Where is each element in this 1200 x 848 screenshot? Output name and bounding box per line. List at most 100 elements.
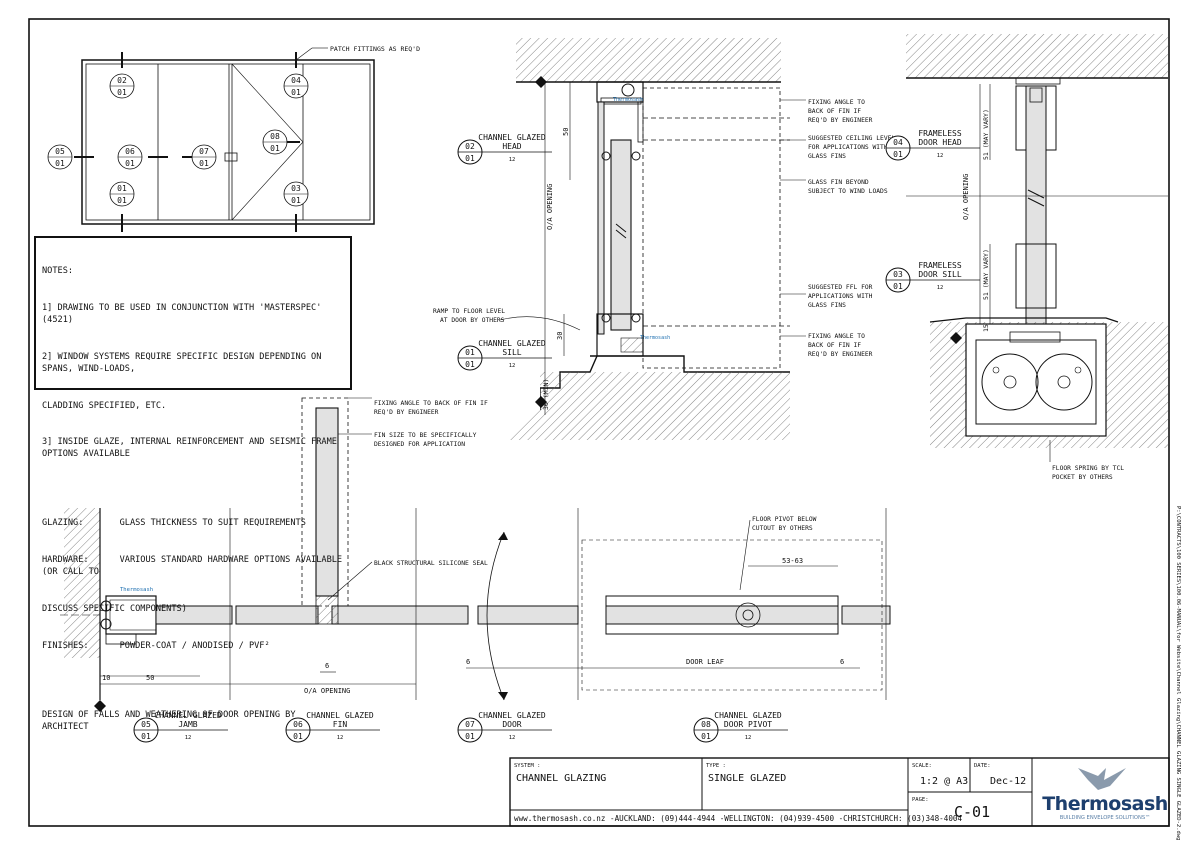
svg-text:FIXING ANGLE TO BACK OF FIN IF: FIXING ANGLE TO BACK OF FIN IF [374, 400, 488, 407]
svg-text:12: 12 [509, 735, 516, 741]
notes-panel: NOTES: 1] DRAWING TO BE USED IN CONJUNCT… [34, 236, 352, 732]
svg-text:FLOOR PIVOT BELOW: FLOOR PIVOT BELOW [752, 516, 817, 523]
svg-text:03: 03 [893, 270, 903, 279]
frameless-door-section [906, 34, 1168, 462]
svg-text:CHANNEL GLAZED: CHANNEL GLAZED [154, 711, 222, 720]
svg-text:RAMP TO FLOOR LEVEL: RAMP TO FLOOR LEVEL [433, 308, 505, 315]
svg-text:07: 07 [465, 720, 475, 729]
svg-text:CHANNEL GLAZED: CHANNEL GLAZED [306, 711, 374, 720]
section-dim-50: 50 [562, 128, 570, 136]
note-design: DESIGN OF FALLS AND WEATHERING OF DOOR O… [42, 709, 301, 732]
plan-fin-size-note: FIN SIZE TO BE SPECIFICALLY DESIGNED FOR… [374, 432, 477, 448]
svg-text:GLASS FINS: GLASS FINS [808, 153, 846, 160]
svg-text:BACK OF FIN IF: BACK OF FIN IF [808, 342, 861, 349]
svg-text:REQ'D BY ENGINEER: REQ'D BY ENGINEER [374, 409, 439, 416]
svg-text:FIXING ANGLE TO: FIXING ANGLE TO [808, 333, 865, 340]
contact-line: www.thermosash.co.nz -AUCKLAND: (09)444-… [514, 814, 962, 823]
svg-text:03: 03 [291, 184, 301, 193]
plan-oa-opening: O/A OPENING [304, 687, 350, 695]
svg-text:01: 01 [291, 88, 301, 97]
plan-silicone-note: BLACK STRUCTURAL SILICONE SEAL [374, 560, 488, 567]
note-gap [42, 676, 344, 684]
plan-pivot-note: FLOOR PIVOT BELOW CUTOUT BY OTHERS [752, 516, 817, 532]
date-value: Dec-12 [990, 776, 1026, 787]
note-line: 3] INSIDE GLAZE, INTERNAL REINFORCEMENT … [42, 437, 343, 460]
svg-text:FRAMELESS: FRAMELESS [918, 129, 962, 138]
svg-text:01: 01 [199, 159, 209, 168]
patch-fittings-label: PATCH FITTINGS AS REQ'D [330, 45, 420, 53]
section-brand-small-sill: Thermosash [640, 335, 670, 341]
plan-section [60, 397, 891, 712]
plan-door-leaf: DOOR LEAF [686, 658, 724, 666]
svg-text:04: 04 [893, 138, 903, 147]
section-head-fixing-note: FIXING ANGLE TO BACK OF FIN IF REQ'D BY … [808, 99, 873, 124]
svg-text:SILL: SILL [502, 348, 521, 357]
svg-text:AT DOOR BY OTHERS: AT DOOR BY OTHERS [440, 317, 505, 324]
svg-text:APPLICATIONS WITH: APPLICATIONS WITH [808, 293, 873, 300]
svg-text:POCKET BY OTHERS: POCKET BY OTHERS [1052, 474, 1113, 481]
svg-text:07: 07 [199, 147, 209, 156]
note-line: CLADDING SPECIFIED, ETC. [42, 400, 167, 411]
frameless-dim-15: 15 [982, 324, 990, 332]
svg-text:SUBJECT TO WIND LOADS: SUBJECT TO WIND LOADS [808, 188, 888, 195]
section-ffl-note: SUGGESTED FFL FOR APPLICATIONS WITH GLAS… [808, 284, 873, 309]
section-dim-30min: 30 (MIN) [542, 379, 550, 410]
svg-text:DOOR HEAD: DOOR HEAD [918, 138, 962, 147]
svg-text:01: 01 [465, 154, 475, 163]
floor-spring-note: FLOOR SPRING BY TCL POCKET BY OTHERS [1052, 465, 1124, 481]
system-value: CHANNEL GLAZING [516, 773, 606, 784]
plan-fin-fixing-note: FIXING ANGLE TO BACK OF FIN IF REQ'D BY … [374, 400, 488, 416]
svg-text:01: 01 [125, 159, 135, 168]
date-label: DATE: [974, 763, 991, 769]
svg-text:REQ'D BY ENGINEER: REQ'D BY ENGINEER [808, 351, 873, 358]
note-hardware: HARDWARE: VARIOUS STANDARD HARDWARE OPTI… [42, 555, 348, 578]
svg-text:02: 02 [117, 76, 127, 85]
svg-text:CHANNEL GLAZED: CHANNEL GLAZED [714, 711, 782, 720]
file-path: P:\CONTRACTS\100 SERIES\100.06-MANUAL\fo… [1175, 506, 1181, 841]
section-fin-beyond-note: GLASS FIN BEYOND SUBJECT TO WIND LOADS [808, 179, 888, 195]
plan-dim-10: 10 [102, 674, 110, 682]
svg-text:01: 01 [465, 732, 475, 741]
section-dim-30: 30 [556, 332, 564, 340]
type-label: TYPE : [706, 763, 726, 769]
note-hardware-cont: DISCUSS SPECIFIC COMPONENTS) [42, 603, 187, 614]
svg-text:REQ'D BY ENGINEER: REQ'D BY ENGINEER [808, 117, 873, 124]
note-line: 1] DRAWING TO BE USED IN CONJUNCTION WIT… [42, 303, 327, 326]
section-ceiling-note: SUGGESTED CEILING LEVEL FOR APPLICATIONS… [808, 135, 895, 160]
svg-text:12: 12 [337, 735, 344, 741]
system-label: SYSTEM : [514, 763, 541, 769]
svg-text:FLOOR SPRING BY TCL: FLOOR SPRING BY TCL [1052, 465, 1124, 472]
page-value: C-01 [954, 803, 990, 821]
frameless-may-vary-head: 51 (MAY VARY) [982, 109, 990, 160]
svg-text:02: 02 [465, 142, 475, 151]
svg-text:01: 01 [117, 88, 127, 97]
section-oa-opening: O/A OPENING [546, 184, 554, 230]
note-glazing: GLAZING: GLASS THICKNESS TO SUIT REQUIRE… [42, 518, 306, 529]
frameless-oa-opening: O/A OPENING [962, 174, 970, 220]
svg-text:SUGGESTED CEILING LEVEL: SUGGESTED CEILING LEVEL [808, 135, 895, 142]
notes-heading: NOTES: [42, 266, 74, 277]
svg-text:01: 01 [141, 732, 151, 741]
svg-text:08: 08 [701, 720, 711, 729]
svg-text:08: 08 [270, 132, 280, 141]
elevation-key-plan [74, 47, 375, 232]
plan-dim-6-leaf: 6 [840, 658, 844, 666]
plan-dim-50: 50 [146, 674, 154, 682]
svg-text:01: 01 [291, 196, 301, 205]
svg-text:CHANNEL GLAZED: CHANNEL GLAZED [478, 133, 546, 142]
frameless-may-vary-sill: 51 (MAY VARY) [982, 249, 990, 300]
svg-text:FIN: FIN [333, 720, 348, 729]
brand-tagline: BUILDING ENVELOPE SOLUTIONS™ [1059, 815, 1151, 821]
svg-text:SUGGESTED FFL FOR: SUGGESTED FFL FOR [808, 284, 873, 291]
